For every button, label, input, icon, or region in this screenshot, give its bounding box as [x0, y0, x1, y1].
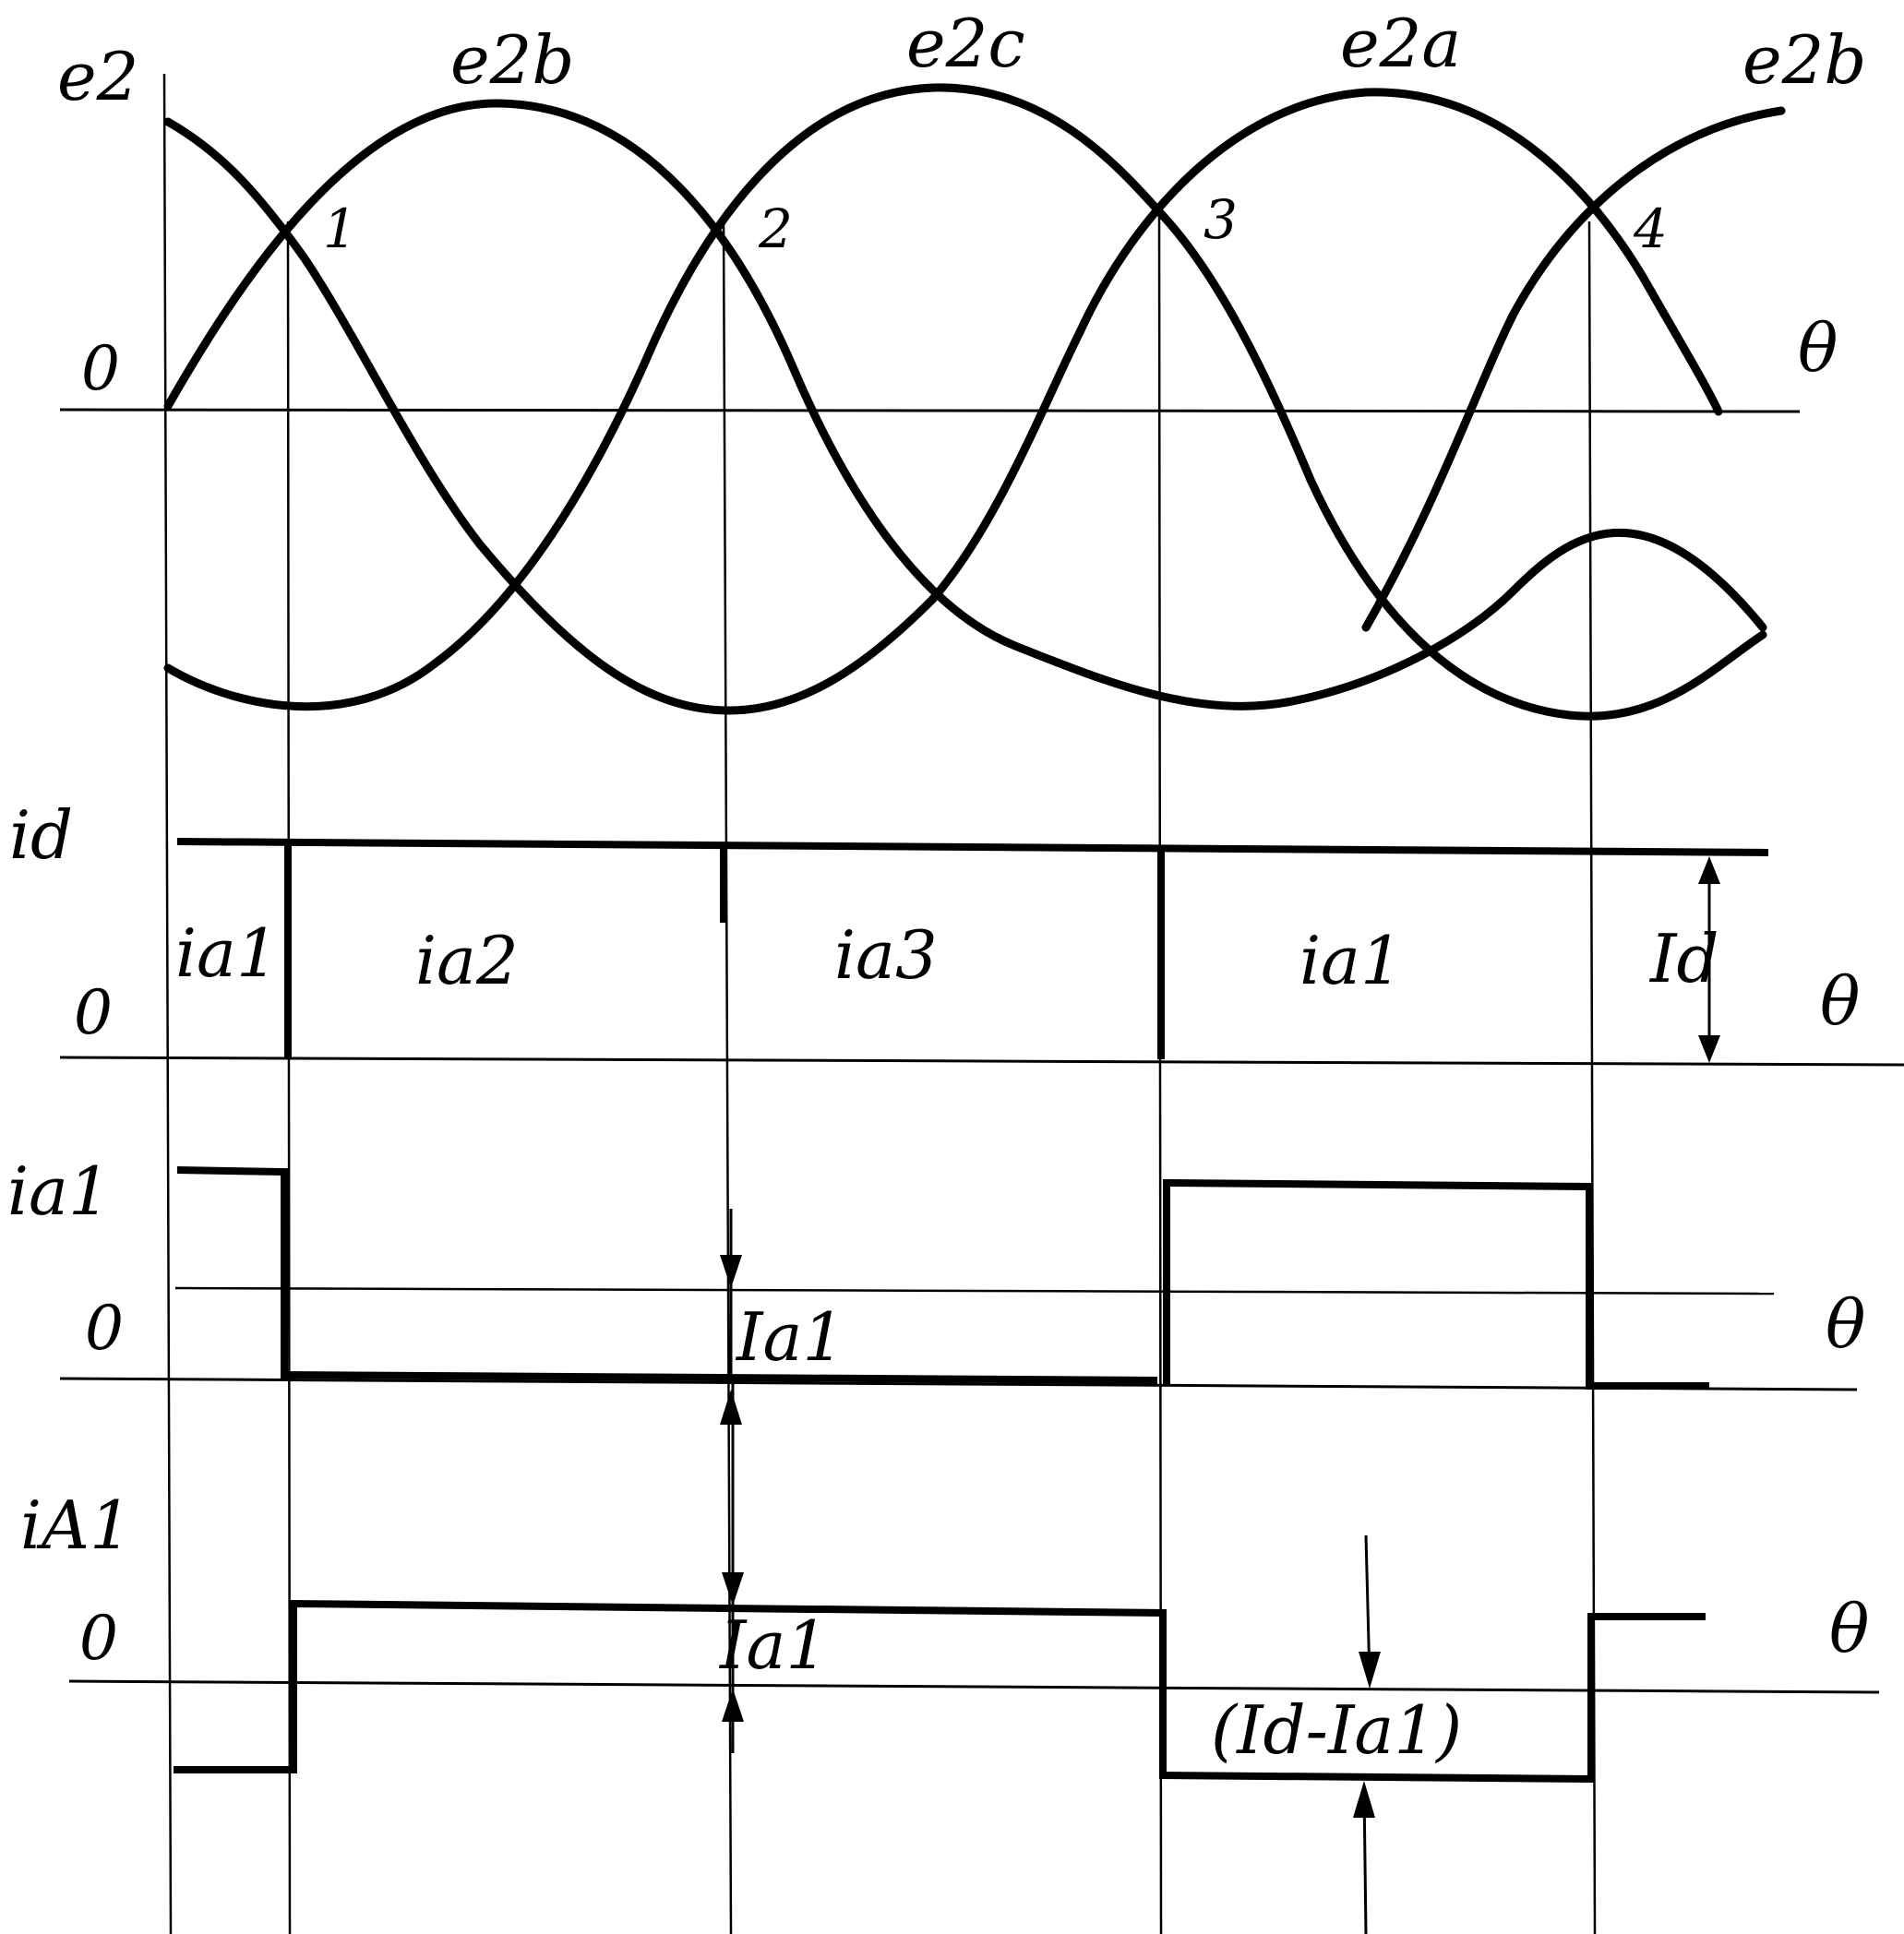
ia1-arrow-down-at-level: [722, 1572, 744, 1606]
anode-current-theta-axis: [59, 1377, 1858, 1391]
ia1-upper-arrow: [720, 1255, 742, 1288]
interval-label-ia2: ia2: [415, 922, 519, 999]
voltage-theta-label: θ: [1798, 309, 1838, 387]
primary-current-theta-axis: [68, 1679, 1880, 1694]
anode-current-magnitude-label: Ia1: [735, 1298, 844, 1376]
load-current-origin-label: 0: [74, 977, 113, 1048]
id-magnitude-label: Id: [1648, 920, 1719, 997]
curve-label-e2b-left: e2b: [450, 21, 575, 99]
guide-line-point-1: [286, 221, 292, 1934]
anode-current-section: ia1 0 θ Ia1: [7, 1152, 1865, 1391]
curve-e2b: [163, 99, 1767, 710]
interval-label-ia3: ia3: [834, 916, 938, 994]
anode-current-theta-label: θ: [1826, 1285, 1865, 1363]
anode-current-reference-line: [174, 1286, 1775, 1295]
curve-label-e2c: e2c: [906, 5, 1025, 82]
difference-magnitude-label: (Id-Ia1): [1211, 1691, 1462, 1769]
difference-arrow-bottom: [1353, 1781, 1375, 1818]
interval-label-ia1-left: ia1: [175, 914, 279, 992]
commutation-point-4: 4: [1633, 197, 1668, 260]
ia1-arrow-up-at-axis-lower: [722, 1689, 744, 1722]
y-axis-line: [162, 73, 173, 1934]
load-current-section: id 0 θ ia1 ia2 ia3 ia1 Id: [9, 796, 1904, 1067]
primary-current-y-label: iA1: [20, 1486, 132, 1564]
anode-current-pulse-right: [1163, 1178, 1709, 1390]
difference-arrow-top: [1359, 1652, 1381, 1689]
anode-current-y-label: ia1: [7, 1152, 111, 1230]
voltage-origin-label: 0: [81, 333, 120, 404]
voltage-y-label: e2: [57, 38, 138, 115]
vertical-guide-lines: [162, 73, 1597, 1934]
voltage-section: e2 0 θ e2b e2c e2a e2b 1 2 3 4: [57, 5, 1867, 721]
curve-label-e2b-right: e2b: [1742, 21, 1867, 99]
primary-current-magnitude-label: Ia1: [718, 1606, 828, 1684]
anode-current-pulse-left: [176, 1166, 1158, 1384]
commutation-point-2: 2: [758, 197, 793, 260]
anode-current-origin-label: 0: [85, 1293, 124, 1364]
load-current-theta-axis: [59, 1056, 1904, 1067]
load-current-theta-label: θ: [1820, 962, 1860, 1040]
voltage-theta-axis: [59, 408, 1801, 413]
curve-e2a: [163, 88, 1723, 715]
commutation-point-1: 1: [323, 197, 357, 260]
curve-label-e2a: e2a: [1340, 5, 1461, 82]
id-dimension-arrow-bottom: [1698, 1035, 1720, 1063]
ia1-arrow-up-at-axis: [720, 1390, 742, 1425]
primary-current-theta-label: θ: [1829, 1590, 1869, 1667]
curve-e2b-tail: [1361, 106, 1786, 632]
primary-current-waveform: [174, 1599, 1706, 1784]
curve-e2c: [163, 83, 1767, 721]
primary-current-section: iA1 0 θ Ia1 (Id-Ia1): [20, 1384, 1880, 1934]
guide-line-point-2: [722, 221, 733, 1934]
load-current-y-label: id: [9, 796, 73, 874]
commutation-point-3: 3: [1203, 188, 1238, 251]
load-current-level: [176, 838, 1769, 856]
interval-label-ia1-right: ia1: [1299, 922, 1403, 999]
id-dimension-arrow-top: [1698, 856, 1720, 884]
primary-current-origin-label: 0: [79, 1603, 118, 1674]
